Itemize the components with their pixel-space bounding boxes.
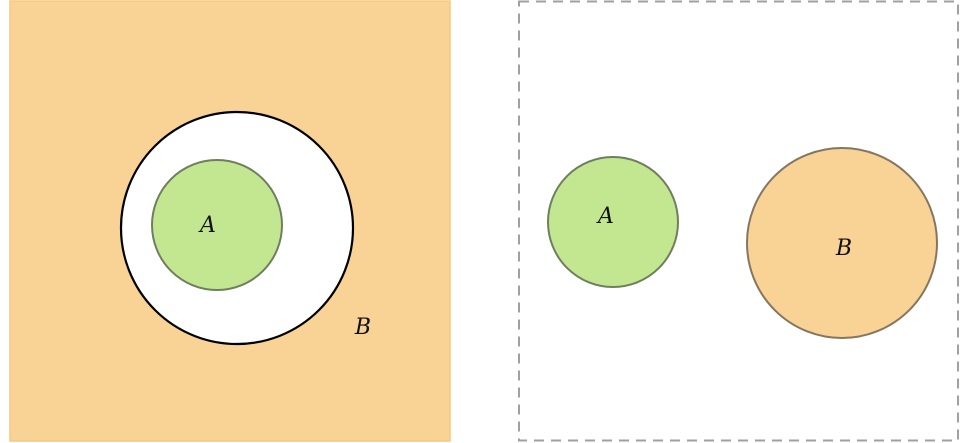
left-panel: A B (9, 0, 451, 442)
set-a-circle (547, 156, 679, 288)
right-panel: A B (518, 0, 959, 442)
set-b-label: B (835, 236, 852, 261)
set-a-label: A (198, 213, 216, 238)
set-a-circle (151, 159, 283, 291)
universe-dashed-border (518, 0, 959, 442)
set-b-label: B (354, 315, 371, 340)
set-b-circle (746, 147, 938, 339)
set-a-label: A (596, 204, 614, 229)
